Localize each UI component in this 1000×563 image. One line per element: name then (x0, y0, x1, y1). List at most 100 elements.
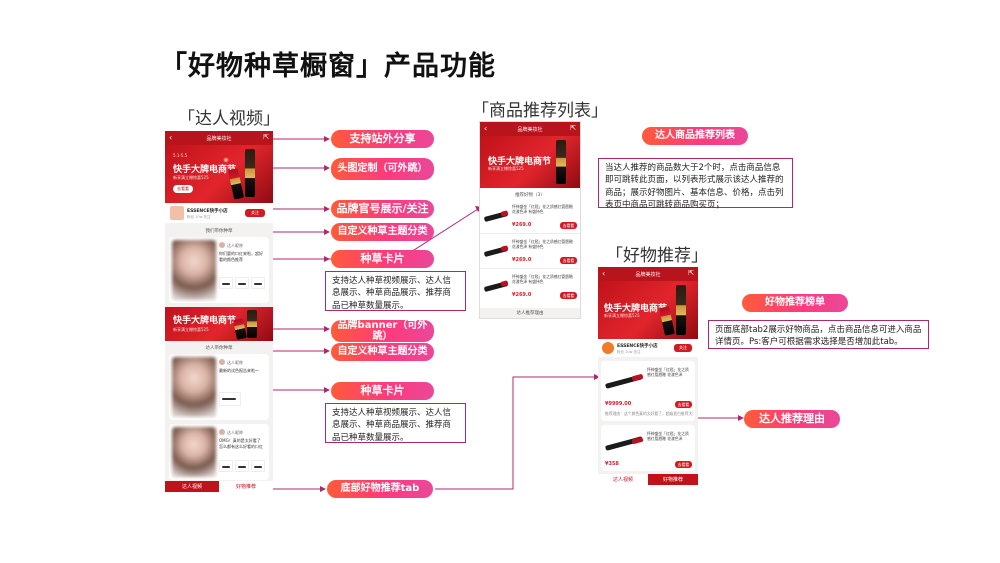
list-item[interactable]: 怀神盛金「红毯」花之质感红管唇釉 花漾色泽 有盛持色 ¥269.0 去看看 (480, 200, 580, 234)
nav-title: 品牌美妆社 (517, 126, 543, 133)
banner-title: 快手大牌电商节 (173, 165, 237, 175)
author-name: 达人昵称 (227, 430, 243, 435)
product-image[interactable] (484, 204, 508, 228)
product-thumb[interactable] (251, 460, 265, 472)
annotation-share: 支持站外分享 (331, 130, 434, 148)
annotation-custom-category: 自定义种草主题分类 (331, 343, 434, 361)
seed-card[interactable]: 达人昵称 你们要的口红来啦，超好看的颜色推荐 (169, 237, 269, 303)
category-title: 达人带你种草 (205, 346, 233, 351)
video-thumbnail[interactable] (172, 357, 216, 417)
haowu-card[interactable]: 怀神盛金「红毯」花之质感红管唇釉 花漾色泽 ¥9999.00 去看看 推荐理由：… (601, 361, 695, 421)
recommend-list: 推荐好物（3） 怀神盛金「红毯」花之质感红管唇釉 花漾色泽 有盛持色 ¥269.… (480, 188, 580, 308)
share-icon[interactable]: ⇱ (263, 133, 269, 141)
list-item[interactable]: 怀神盛金「红毯」花之质感红管唇釉 花漾色泽 有盛持色 ¥269.0 去看看 (480, 270, 580, 304)
buy-button[interactable]: 去看看 (560, 292, 577, 299)
product-image[interactable] (484, 239, 508, 263)
tab-daren-video[interactable]: 达人视频 (598, 474, 648, 485)
banner-subtitle: 新享满立赠惊喜525 (173, 175, 209, 180)
lipstick-image (245, 149, 255, 197)
back-icon[interactable]: ‹ (169, 133, 173, 142)
video-thumbnail[interactable] (172, 240, 216, 300)
note-seed-card: 支持达人种草视频展示、达人信息展示、种草商品展示、推荐商品已种草数量展示。 (325, 271, 466, 311)
product-price: ¥9999.00 (605, 401, 632, 407)
section-label-daren-video: 「达人视频」 (178, 109, 280, 129)
product-thumb[interactable] (219, 392, 241, 406)
list-item[interactable]: 怀神盛金「红毯」花之质感红管唇釉 花漾色泽 有盛持色 ¥269.0 去看看 (480, 235, 580, 269)
header-banner[interactable]: 快手大牌电商节 新享满立赠惊喜525 (598, 281, 698, 339)
brand-row: ESSENCE快手小店 粉丝 20w 关注 关注 (165, 203, 273, 223)
author-name: 达人昵称 (227, 360, 243, 365)
note-recommend-list: 当达人推荐的商品数大于2个时，点击商品信息即可跳转此页面，以列表形式展示该达人推… (598, 158, 793, 210)
banner-subtitle: 新享满立赠惊喜525 (173, 327, 209, 332)
product-thumb[interactable] (235, 460, 249, 472)
product-image[interactable] (605, 429, 643, 459)
list-footer: 达人推荐理由 (516, 311, 544, 316)
avatar (219, 242, 225, 248)
buy-button[interactable]: 去看看 (560, 257, 577, 264)
product-thumb[interactable] (219, 277, 233, 289)
banner-subtitle: 新享满立赠惊喜525 (488, 166, 524, 171)
annotation-custom-category: 自定义种草主题分类 (331, 223, 434, 241)
annotation-seed-card: 种草卡片 (331, 382, 434, 400)
header-banner[interactable]: 快手大牌电商节 新享满立赠惊喜525 (480, 136, 580, 188)
product-thumb[interactable] (235, 277, 249, 289)
annotation-brand-banner: 品牌banner（可外跳） (331, 320, 434, 342)
share-icon[interactable]: ⇱ (688, 269, 694, 277)
annotation-recommend-reason: 达人推荐理由 (744, 410, 840, 428)
follow-button[interactable]: 关注 (674, 344, 692, 352)
video-thumbnail[interactable] (172, 427, 216, 477)
tab-haowu[interactable]: 好物推荐 (219, 481, 273, 492)
product-desc: 怀神盛金「红毯」花之质感红管唇釉 花漾色泽 有盛持色 (512, 274, 573, 285)
banner-title: 快手大牌电商节 (488, 157, 552, 167)
tab-daren-video[interactable]: 达人视频 (165, 481, 219, 492)
brand-banner[interactable]: 快手大牌电商节 新享满立赠惊喜525 (165, 307, 273, 341)
list-title: 推荐好物（3） (515, 193, 545, 198)
annotation-brand-follow: 品牌官号展示/关注 (331, 200, 434, 218)
banner-title: 快手大牌电商节 (173, 316, 237, 326)
phone-product-list: ‹ 品牌美妆社 ⇱ 快手大牌电商节 新享满立赠惊喜525 推荐好物（3） 怀神盛… (479, 121, 581, 319)
buy-button[interactable]: 去看看 (675, 461, 692, 468)
lipstick-image (659, 306, 675, 336)
annotation-bottom-tab: 底部好物推荐tab (327, 480, 433, 498)
buy-button[interactable]: 去看看 (675, 401, 692, 408)
seed-card[interactable]: 达人昵称 OMG！真的是太好看了 怎么都有这么好看的口红 (169, 424, 269, 480)
brand-name: ESSENCE快手小店 (187, 209, 228, 214)
back-icon[interactable]: ‹ (602, 269, 606, 278)
haowu-card[interactable]: 怀神盛金「红毯」花之质感红管唇釉 花漾色泽 ¥358 去看看 (601, 425, 695, 471)
product-price: ¥269.0 (512, 257, 532, 263)
product-thumb[interactable] (251, 277, 265, 289)
product-desc: 怀神盛金「红毯」花之质感红管唇釉 花漾色泽 有盛持色 (512, 204, 573, 215)
nav-bar: ‹ 品牌美妆社 ⇱ (165, 131, 273, 145)
avatar (219, 359, 225, 365)
category-title: 我们带你种草 (205, 229, 233, 234)
product-thumb[interactable] (219, 460, 233, 472)
tab-haowu[interactable]: 好物推荐 (648, 474, 698, 485)
brand-meta: 粉丝 20w 关注 (617, 350, 641, 354)
nav-title: 品牌美妆社 (206, 135, 232, 142)
note-haowu: 页面底部tab2展示好物商品，点击商品信息可进入商品详情页。Ps:客户可根据需求… (708, 320, 929, 349)
follow-button[interactable]: 关注 (245, 209, 265, 217)
brand-logo (170, 206, 184, 220)
product-desc: 怀神盛金「红毯」花之质感红管唇釉 花漾色泽 有盛持色 (512, 239, 573, 250)
banner-button[interactable]: 去看看 (173, 185, 193, 193)
header-banner[interactable]: 5.1-5.5 快手大牌电商节 新享满立赠惊喜525 去看看 (165, 145, 273, 203)
banner-title: 快手大牌电商节 (604, 304, 668, 314)
product-image[interactable] (484, 274, 508, 298)
nav-bar: ‹ 品牌美妆社 ⇱ (480, 122, 580, 136)
nav-bar: ‹ 品牌美妆社 ⇱ (598, 267, 698, 281)
lipstick-image (233, 318, 247, 340)
seed-card[interactable]: 达人昵称 最新的试色报告来啦～ (169, 354, 269, 420)
brand-row: ESSENCE快手小店 粉丝 20w 关注 关注 (598, 339, 698, 357)
page-title: 「好物种草橱窗」产品功能 (160, 51, 496, 82)
share-icon[interactable]: ⇱ (570, 124, 576, 132)
annotation-haowu: 好物推荐榜单 (742, 294, 848, 312)
lipstick-image (247, 310, 257, 338)
tab-bar: 达人视频 好物推荐 (165, 481, 273, 492)
annotation-seed-card: 种草卡片 (331, 250, 434, 268)
back-icon[interactable]: ‹ (484, 124, 488, 133)
product-image[interactable] (605, 365, 643, 399)
product-price: ¥269.0 (512, 222, 532, 228)
nav-title: 品牌美妆社 (635, 271, 661, 278)
buy-button[interactable]: 去看看 (560, 222, 577, 229)
card-text: 最新的试色报告来啦～ (219, 368, 259, 373)
